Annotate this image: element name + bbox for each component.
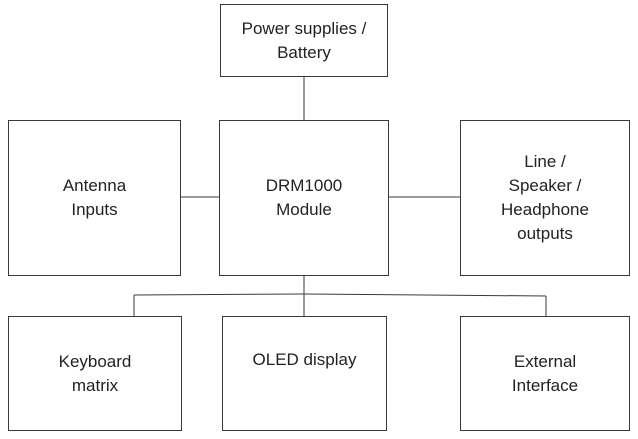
drm1000-module-block: DRM1000 Module [219,120,389,276]
antenna-inputs-label: Antenna Inputs [63,174,126,222]
audio-outputs-line-1: Line / [524,152,566,171]
external-interface-line-1: External [513,351,577,371]
drm1000-module-line-1: DRM1000 [265,176,343,195]
drm1000-module-line-2: Module [276,200,332,219]
keyboard-matrix-line-1: Keyboard [58,351,132,371]
power-supplies-line-2: Battery [277,42,331,62]
external-interface-label: External Interface [512,350,578,398]
audio-outputs-line-4: outputs [517,224,573,243]
keyboard-matrix-label: Keyboard matrix [59,350,132,398]
power-supplies-block: Power supplies / Battery [220,4,388,77]
oled-display-block: OLED display [222,316,387,431]
antenna-inputs-line-2: Inputs [71,200,118,219]
power-supplies-label: Power supplies / Battery [242,17,367,65]
oled-display-label: OLED display [253,348,357,372]
audio-outputs-block: Line / Speaker / Headphone outputs [460,120,630,276]
power-supplies-line-1: Power supplies / [241,18,367,38]
audio-outputs-label: Line / Speaker / Headphone outputs [501,150,589,246]
oled-display-line-1: OLED display [252,350,357,369]
connector-bus-horizontal [133,293,547,297]
external-interface-line-2: Interface [511,375,579,395]
audio-outputs-line-3: Headphone [501,200,589,219]
external-interface-block: External Interface [460,316,630,431]
audio-outputs-line-2: Speaker / [508,176,582,195]
drm1000-module-label: DRM1000 Module [266,174,343,222]
keyboard-matrix-line-2: matrix [71,375,119,395]
antenna-inputs-line-1: Antenna [62,176,127,195]
keyboard-matrix-block: Keyboard matrix [8,316,182,431]
antenna-inputs-block: Antenna Inputs [8,120,181,276]
